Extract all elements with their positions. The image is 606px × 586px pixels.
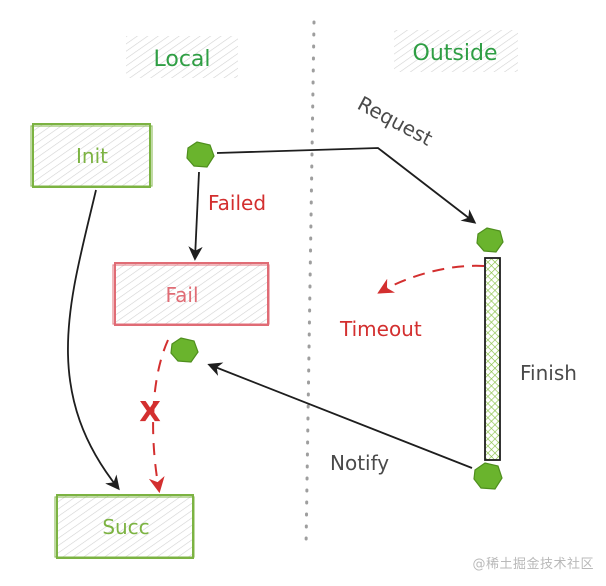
watermark: @稀土掘金技术社区 [472,557,594,572]
arrow-timeout [377,264,485,294]
fail-label: Fail [165,283,198,307]
node-notify-out [473,462,503,490]
fail-box: Fail [112,262,270,326]
arrow-init-to-fail [188,171,203,261]
label-failed: Failed [208,191,266,215]
init-box: Init [30,123,153,188]
label-finish: Finish [520,361,577,385]
section-divider [304,20,316,550]
arrow-notify [207,362,473,469]
blocked-cross-icon: X [139,395,161,428]
section-header-outside: Outside [394,30,518,72]
arrow-request [216,147,477,224]
node-init-out [186,141,215,168]
arrow-init-to-succ [67,189,120,491]
succ-label: Succ [102,515,149,539]
init-label: Init [76,144,108,168]
label-request: Request [354,91,437,150]
label-notify: Notify [330,451,389,475]
section-label-outside: Outside [413,41,498,66]
finish-bar [484,257,501,461]
section-label-local: Local [153,47,210,72]
succ-box: Succ [54,494,195,559]
node-request-in [476,227,504,253]
label-timeout: Timeout [339,317,422,341]
section-header-local: Local [126,36,238,78]
node-fail-in [170,337,199,363]
arrow-fail-to-succ-blocked [148,339,169,494]
